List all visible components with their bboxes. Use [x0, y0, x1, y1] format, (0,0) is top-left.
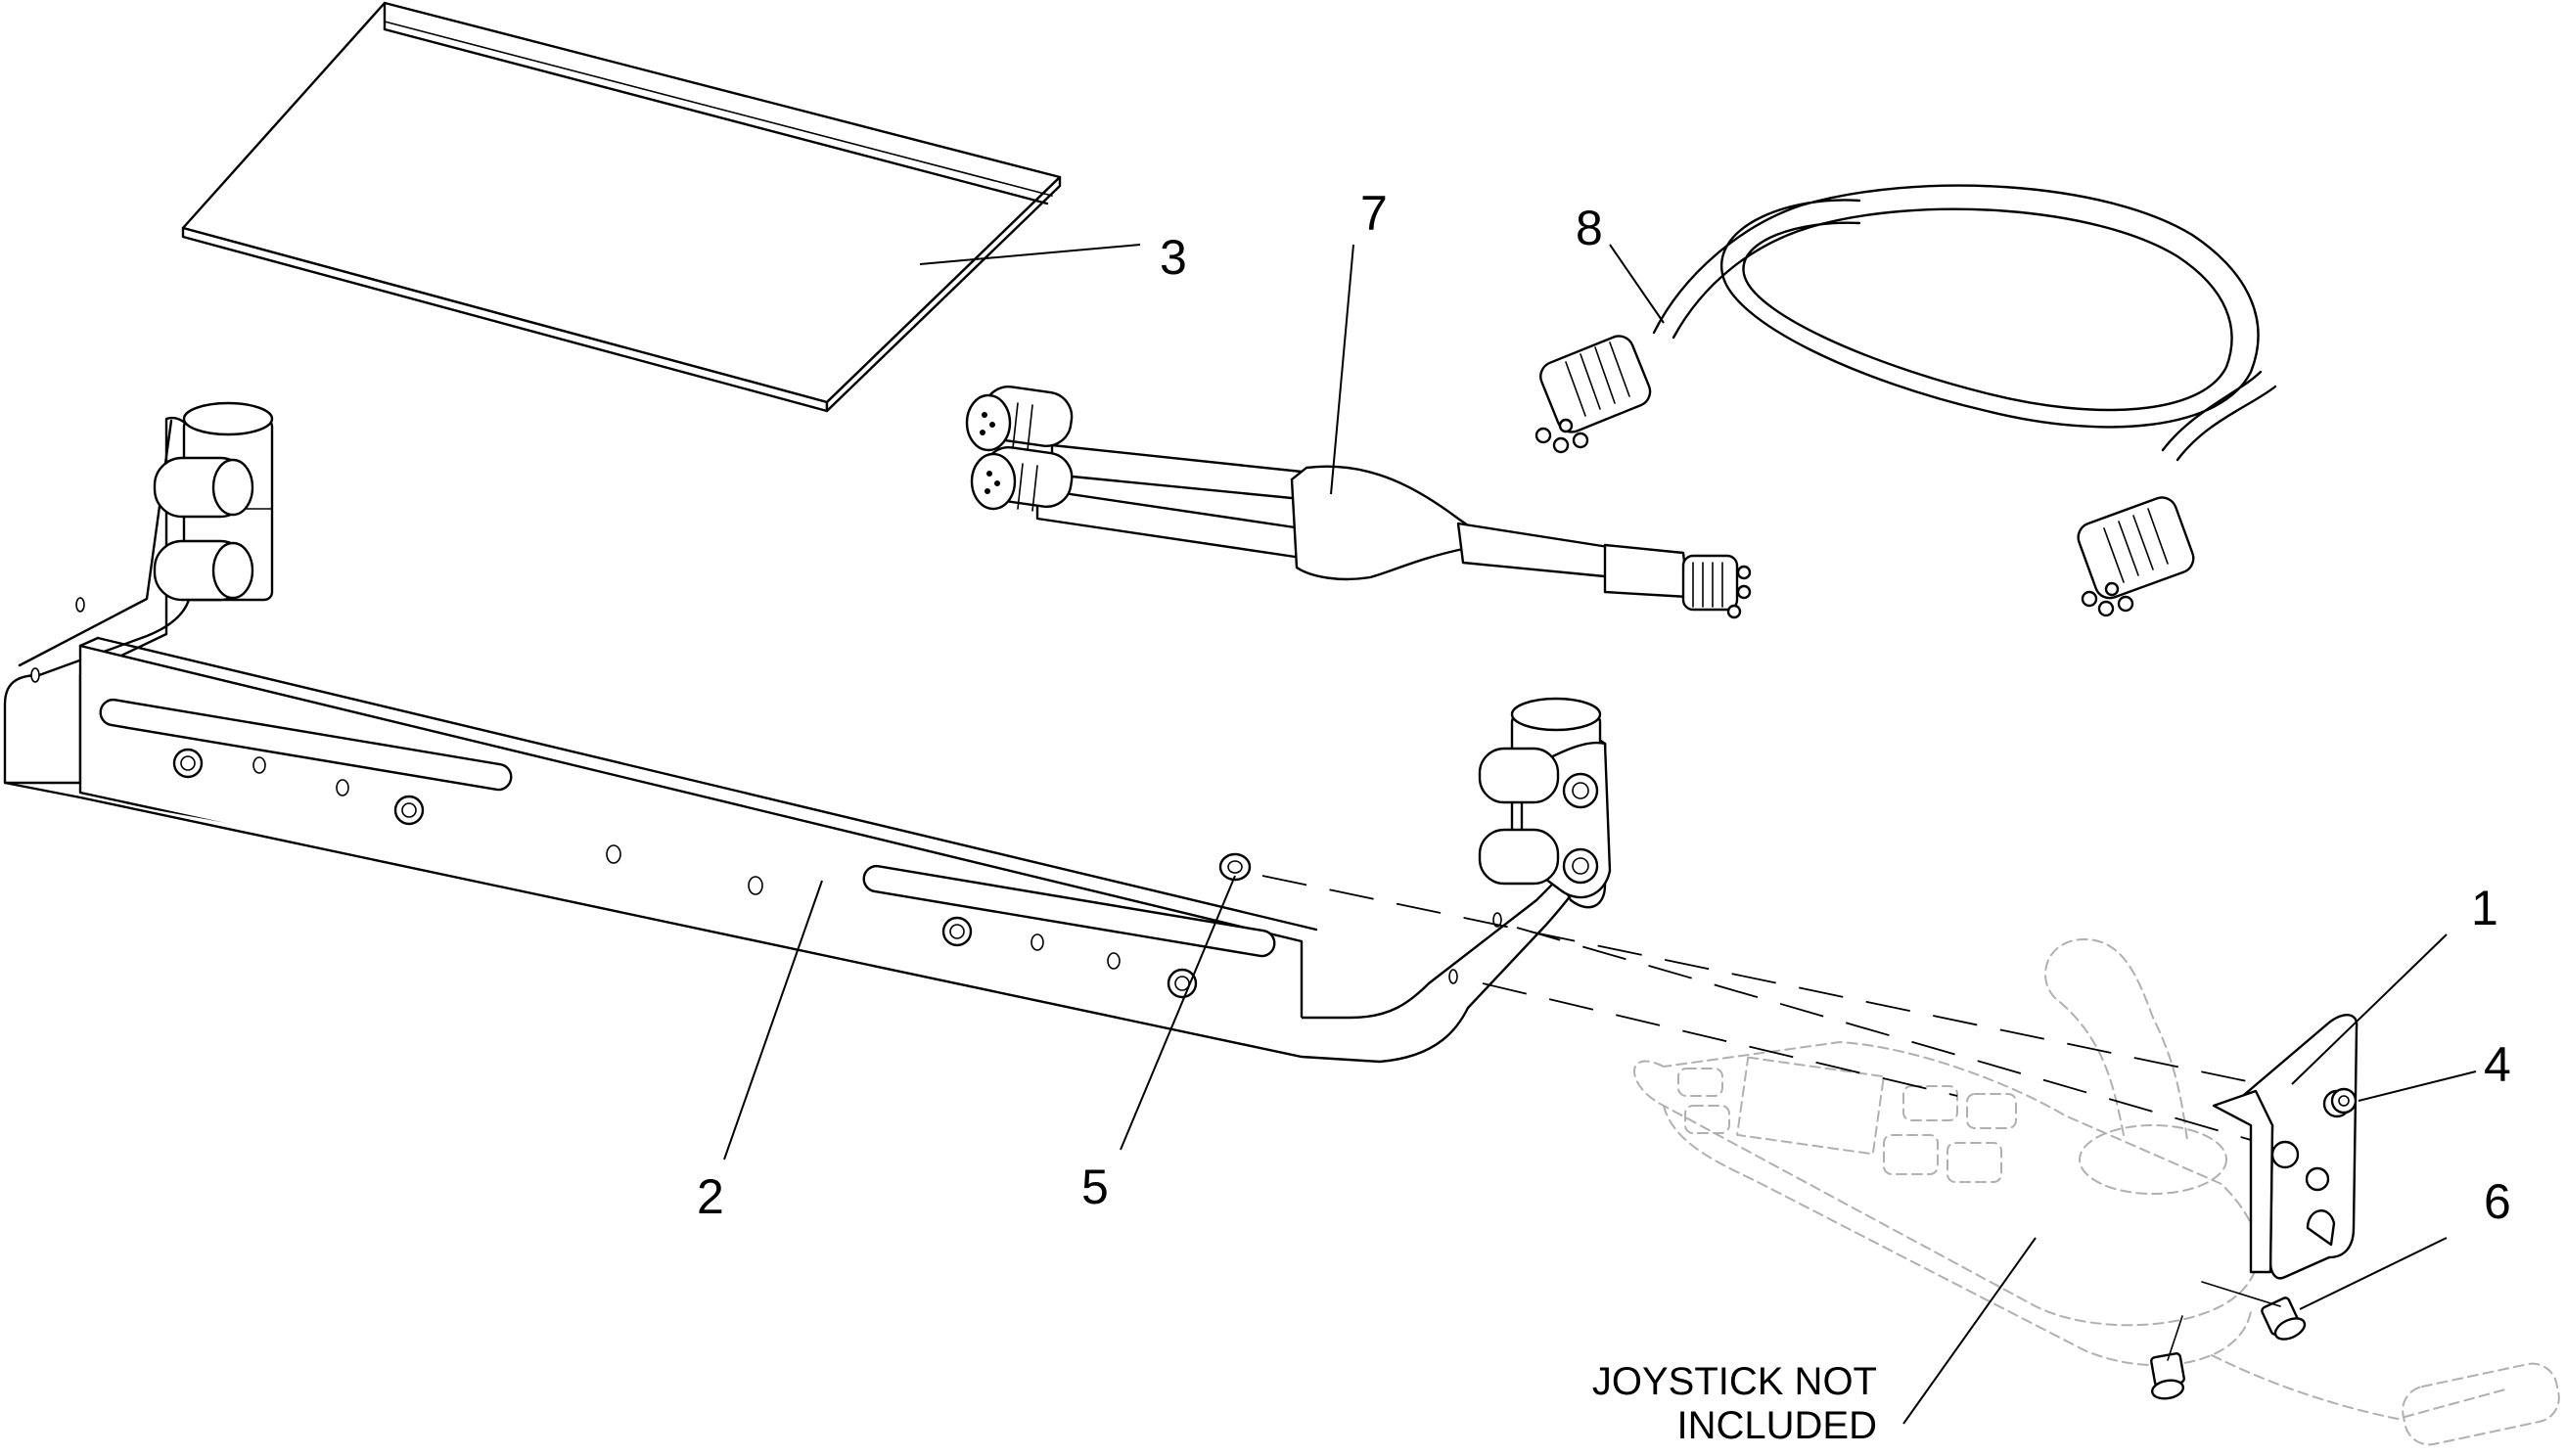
joystick-ghost: [1633, 938, 2560, 1446]
note-line-2: INCLUDED: [1677, 1404, 1877, 1447]
callout-6: 6: [2484, 1174, 2511, 1229]
callout-3: 3: [1160, 230, 1187, 285]
callout-4: 4: [2484, 1037, 2511, 1092]
note-line-1: JOYSTICK NOT: [1592, 1360, 1877, 1403]
callout-8: 8: [1576, 201, 1603, 255]
plate-part-3: [181, 1, 1062, 413]
callout-5: 5: [1081, 1160, 1109, 1214]
alignment-lines: [1261, 875, 2271, 1141]
coiled-cable-part-8: [1534, 184, 2277, 617]
callout-1: 1: [2471, 881, 2498, 935]
left-clamp: [153, 401, 274, 602]
screw-part-4: [2330, 1087, 2358, 1115]
callout-7: 7: [1360, 186, 1388, 241]
screws-part-6: [2150, 1281, 2307, 1400]
callout-labels: 3 7 8 2 5 1 4 6: [697, 186, 2511, 1229]
side-bracket-part-1: [2212, 1014, 2359, 1280]
y-cable-part-7: [965, 386, 1752, 619]
leader-lines: [723, 244, 2477, 1425]
right-clamp: [1478, 697, 1612, 899]
joystick-note: JOYSTICK NOT INCLUDED: [1592, 1360, 1877, 1447]
callout-2: 2: [697, 1169, 724, 1224]
nut-part-5: [1218, 852, 1252, 882]
